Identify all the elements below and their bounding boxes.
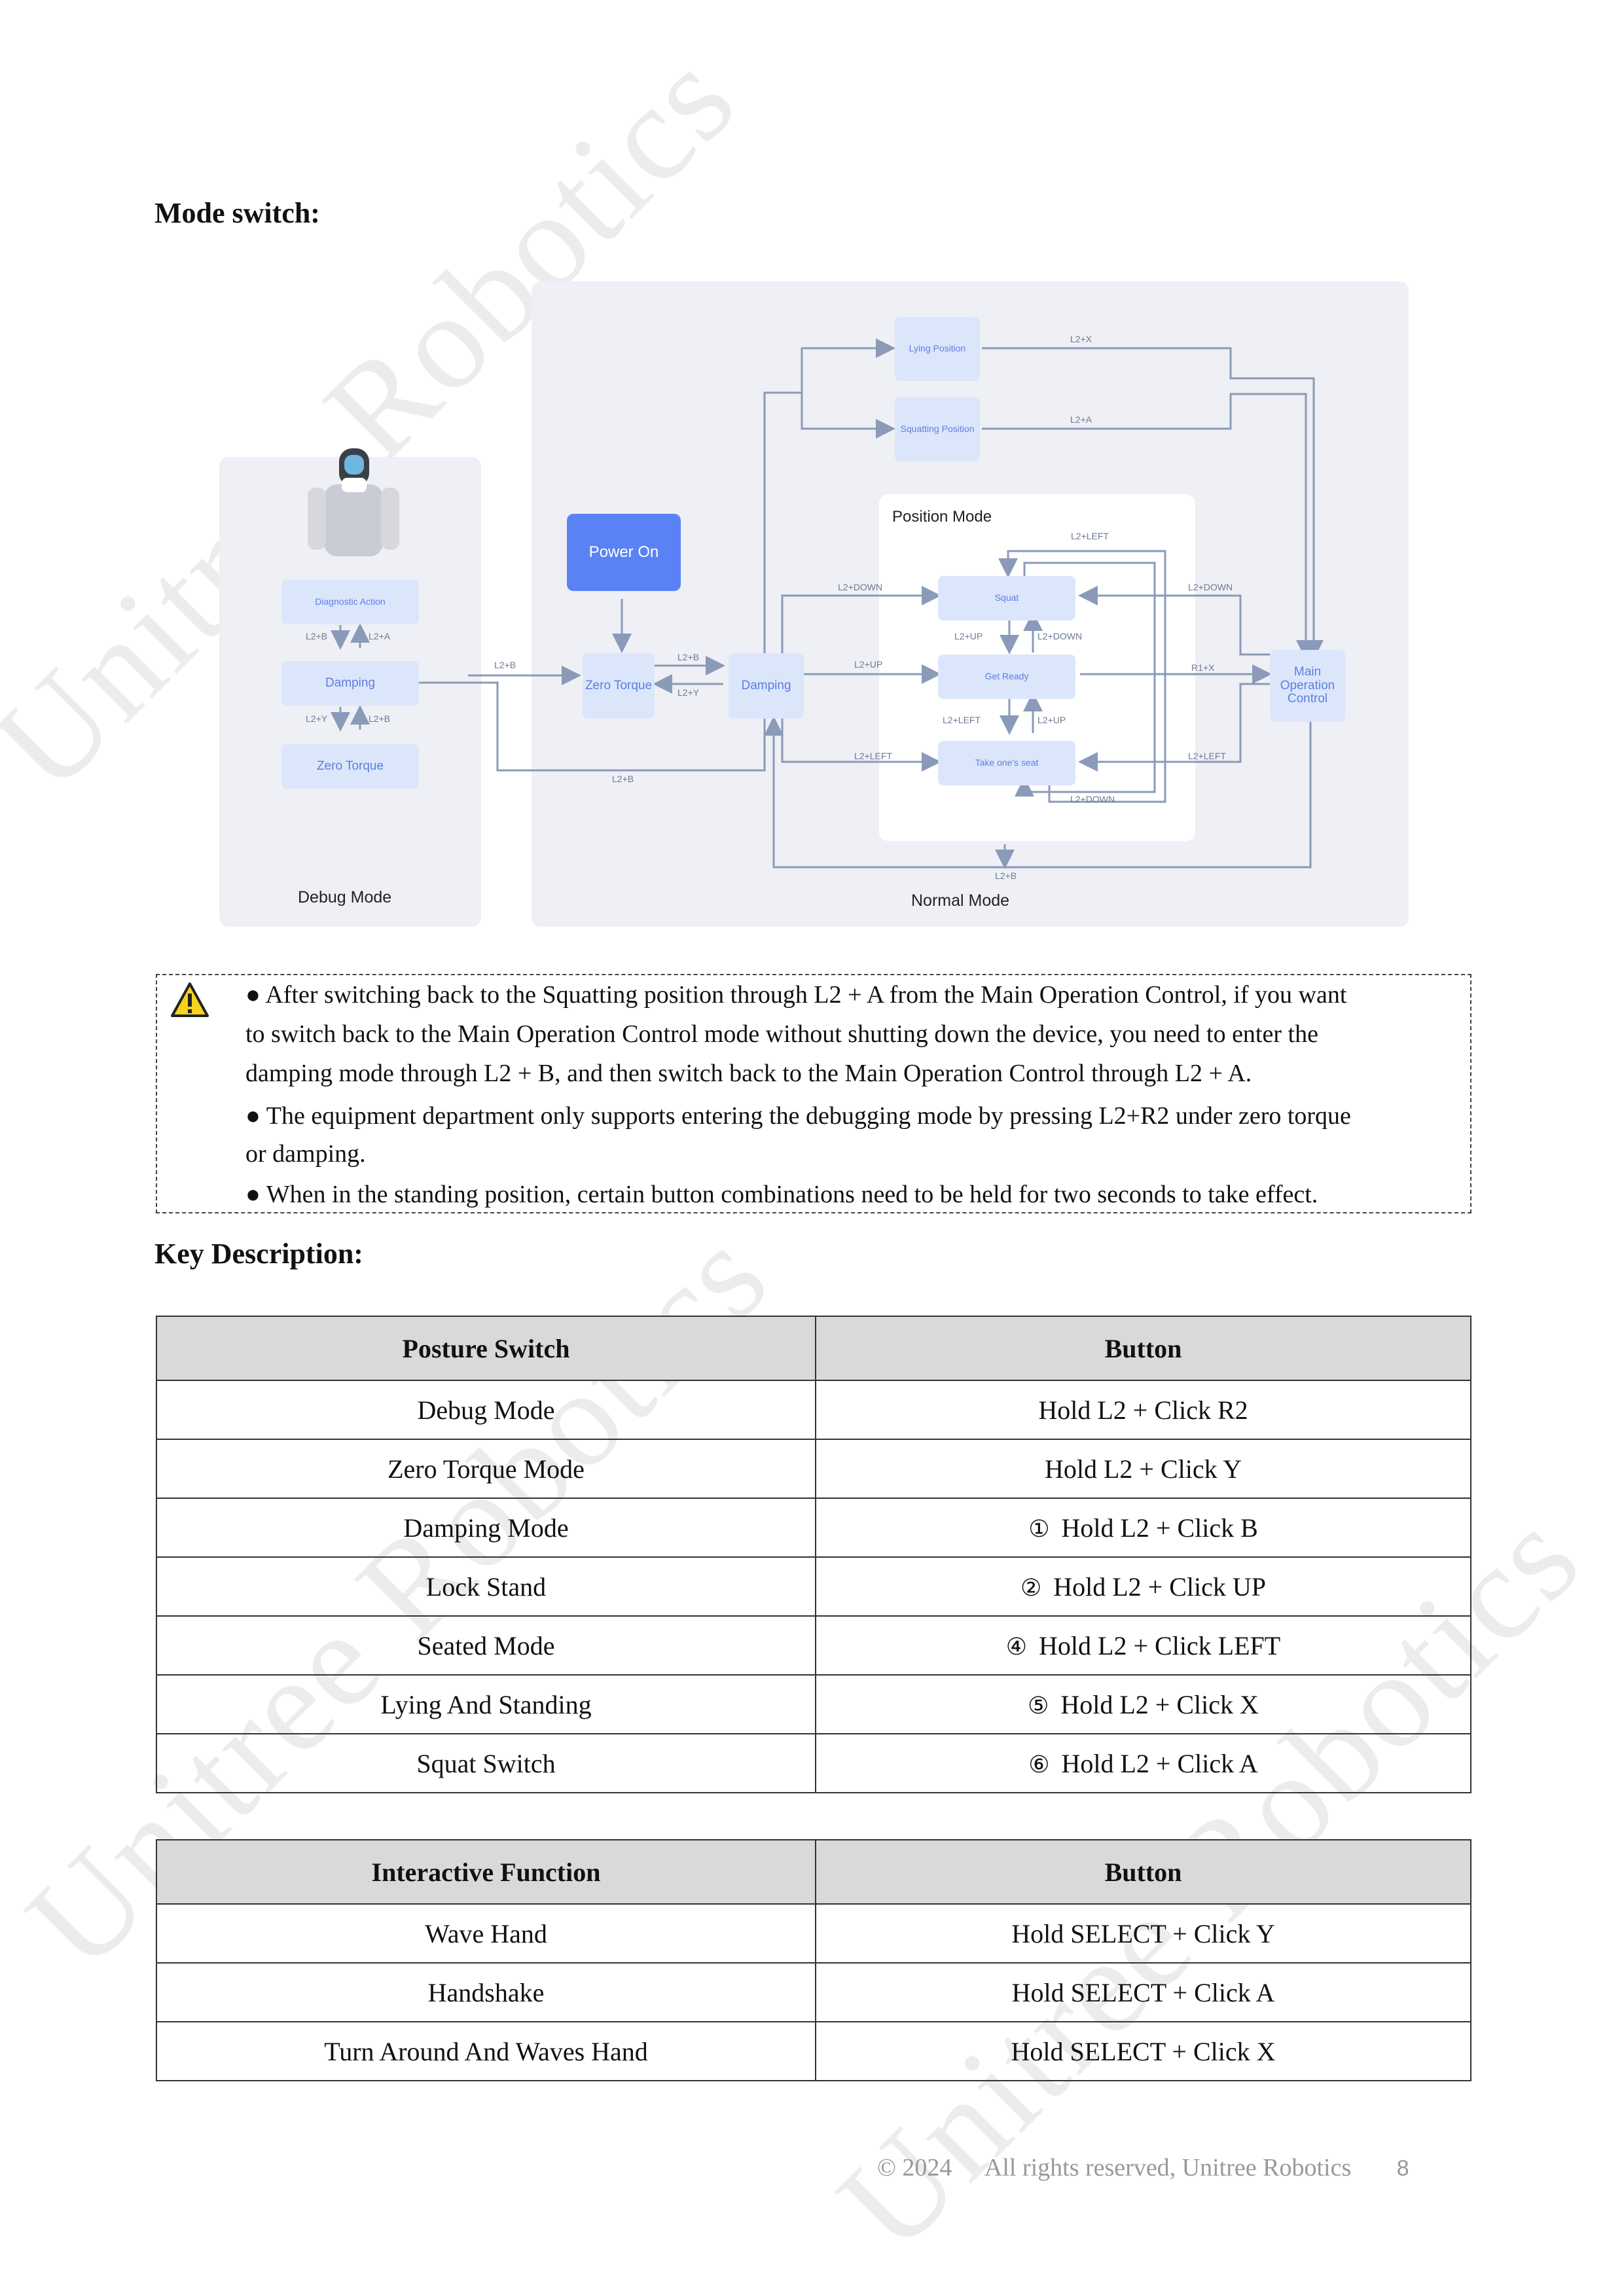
edge-label: L2+B bbox=[995, 870, 1017, 881]
mode-switch-title: Mode switch: bbox=[154, 197, 320, 229]
warning-icon bbox=[171, 982, 209, 1017]
table-cell: Hold SELECT + Click X bbox=[815, 2021, 1471, 2081]
note-text: ● After switching back to the Squatting … bbox=[245, 981, 1347, 1009]
note-text: ● The equipment department only supports… bbox=[245, 1102, 1351, 1130]
table-cell: Damping Mode bbox=[156, 1498, 816, 1558]
edge-label: L2+LEFT bbox=[1188, 751, 1226, 761]
table-cell: Hold SELECT + Click Y bbox=[815, 1903, 1471, 1964]
table-cell: Zero Torque Mode bbox=[156, 1439, 816, 1499]
edge-label: L2+X bbox=[1070, 334, 1092, 344]
page-number: 8 bbox=[1396, 2156, 1409, 2181]
table-cell: Wave Hand bbox=[156, 1903, 816, 1964]
table-cell: Hold L2 + Click Y bbox=[815, 1439, 1471, 1499]
edge-label: L2+DOWN bbox=[1188, 582, 1233, 592]
edge-label: L2+DOWN bbox=[1038, 631, 1083, 641]
table-row: Zero Torque Mode Hold L2 + Click Y bbox=[156, 1439, 1471, 1499]
diagnostic-action-node: Diagnostic Action bbox=[281, 580, 419, 624]
table-cell: Lying And Standing bbox=[156, 1674, 816, 1734]
edge-label: L2+Y bbox=[306, 713, 328, 724]
table-cell: Handshake bbox=[156, 1962, 816, 2022]
table-cell: Hold SELECT + Click A bbox=[815, 1962, 1471, 2022]
note-text: to switch back to the Main Operation Con… bbox=[245, 1020, 1318, 1048]
edge-label: L2+A bbox=[369, 631, 391, 641]
edge-label: L2+UP bbox=[854, 659, 883, 670]
squat-node: Squat bbox=[938, 576, 1075, 620]
table-header: Button bbox=[815, 1839, 1471, 1905]
edge-label: L2+LEFT bbox=[1071, 531, 1109, 541]
note-text: or damping. bbox=[245, 1140, 366, 1168]
edge-label: L2+LEFT bbox=[943, 715, 981, 725]
table-cell: Seated Mode bbox=[156, 1615, 816, 1676]
table-row: Handshake Hold SELECT + Click A bbox=[156, 1962, 1471, 2022]
table-cell: Turn Around And Waves Hand bbox=[156, 2021, 816, 2081]
edge-label: L2+B bbox=[306, 631, 328, 641]
damping-node: Damping bbox=[729, 653, 804, 719]
edge-label: L2+B bbox=[677, 652, 700, 662]
table-cell: Lock Stand bbox=[156, 1556, 816, 1617]
table-row: Turn Around And Waves Hand Hold SELECT +… bbox=[156, 2021, 1471, 2081]
key-description-title: Key Description: bbox=[154, 1238, 363, 1270]
table-header: Interactive Function bbox=[156, 1839, 816, 1905]
page-footer: © 2024 All rights reserved, Unitree Robo… bbox=[877, 2153, 1409, 2182]
edge-label: L2+Y bbox=[677, 687, 700, 698]
edge-label: L2+B bbox=[612, 774, 634, 784]
posture-switch-table: Posture Switch Button Debug Mode Hold L2… bbox=[156, 1316, 1471, 1793]
main-operation-node: Main Operation Control bbox=[1270, 650, 1345, 722]
rights-text: All rights reserved, Unitree Robotics bbox=[984, 2154, 1352, 2181]
caution-notes: ● After switching back to the Squatting … bbox=[156, 974, 1471, 1213]
position-mode-label: Position Mode bbox=[892, 508, 992, 526]
edge-label: R1+X bbox=[1191, 662, 1215, 673]
get-ready-node: Get Ready bbox=[938, 655, 1075, 699]
edge-label: L2+B bbox=[369, 713, 391, 724]
copyright: © 2024 bbox=[877, 2154, 952, 2181]
note-text: ● When in the standing position, certain… bbox=[245, 1181, 1318, 1208]
edge-label: L2+DOWN bbox=[838, 582, 883, 592]
zero-torque-debug-node: Zero Torque bbox=[281, 744, 419, 789]
lying-position-node: Lying Position bbox=[895, 317, 980, 381]
edge-label: L2+UP bbox=[1038, 715, 1066, 725]
edge-label: L2+UP bbox=[954, 631, 983, 641]
diagram-arrows bbox=[331, 338, 1324, 869]
debug-mode-label: Debug Mode bbox=[298, 888, 392, 906]
interactive-function-table: Interactive Function Button Wave Hand Ho… bbox=[156, 1839, 1471, 2081]
power-on-node: Power On bbox=[567, 514, 681, 591]
normal-mode-label: Normal Mode bbox=[911, 891, 1010, 910]
table-cell: Debug Mode bbox=[156, 1380, 816, 1440]
table-cell: Hold L2 + Click R2 bbox=[815, 1380, 1471, 1440]
table-header: Posture Switch bbox=[156, 1316, 816, 1381]
edge-label: L2+A bbox=[1070, 414, 1092, 425]
damping-debug-node: Damping bbox=[281, 661, 419, 706]
edge-label: L2+LEFT bbox=[854, 751, 892, 761]
table-row: Wave Hand Hold SELECT + Click Y bbox=[156, 1903, 1471, 1964]
mode-diagram: Diagnostic Action Damping Zero Torque Po… bbox=[209, 275, 1414, 942]
edge-label: L2+B bbox=[494, 660, 516, 670]
table-header: Button bbox=[815, 1316, 1471, 1381]
take-seat-node: Take one's seat bbox=[938, 741, 1075, 785]
table-cell: Squat Switch bbox=[156, 1733, 816, 1793]
edge-label: L2+DOWN bbox=[1070, 794, 1115, 804]
robot-illustration bbox=[308, 448, 399, 556]
note-text: damping mode through L2 + B, and then sw… bbox=[245, 1060, 1252, 1087]
table-row: Debug Mode Hold L2 + Click R2 bbox=[156, 1380, 1471, 1440]
squatting-position-node: Squatting Position bbox=[895, 397, 980, 461]
zero-torque-node: Zero Torque bbox=[583, 653, 655, 719]
